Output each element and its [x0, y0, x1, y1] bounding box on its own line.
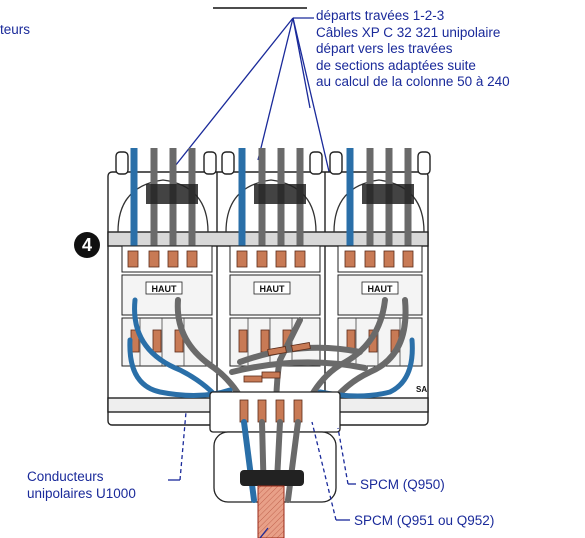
callout-line-2: Câbles XP C 32 321 unipolaire	[316, 24, 501, 40]
callout-line-3: départ vers les travées	[316, 41, 453, 56]
departure-callout: départs travées 1-2-3 Câbles XP C 32 321…	[316, 8, 510, 91]
haut-plates: HAUT HAUT HAUT SA	[145, 281, 427, 394]
spcm-q951-callout: SPCM (Q951 ou Q952)	[354, 513, 495, 528]
haut-label-3: HAUT	[368, 284, 393, 294]
loop-cable-lugs	[243, 342, 311, 383]
haut-label-1: HAUT	[152, 284, 177, 294]
callout-line-4: de sections adaptées suite	[316, 57, 476, 73]
bottom-leaders	[168, 411, 356, 538]
side-marking: SA	[416, 385, 427, 394]
callout-line-5: au calcul de la colonne 50 à 240	[316, 74, 510, 89]
cable-clamps	[146, 184, 414, 204]
cable-guides	[117, 179, 425, 233]
step-marker-badge: 4	[74, 232, 100, 258]
conductors-line-1: Conducteurs	[27, 469, 104, 484]
left-edge-fragment: teurs	[0, 22, 31, 37]
conductors-callout: Conducteurs unipolaires U1000	[27, 469, 136, 502]
connector-row	[121, 245, 423, 273]
spcm-q950-callout: SPCM (Q950)	[360, 477, 445, 492]
callout-line-1: départs travées 1-2-3	[316, 8, 445, 23]
conductors-line-2: unipolaires U1000	[27, 485, 136, 501]
cable-collar	[240, 470, 304, 486]
copper-lugs-top	[127, 250, 414, 268]
haut-label-2: HAUT	[260, 284, 285, 294]
